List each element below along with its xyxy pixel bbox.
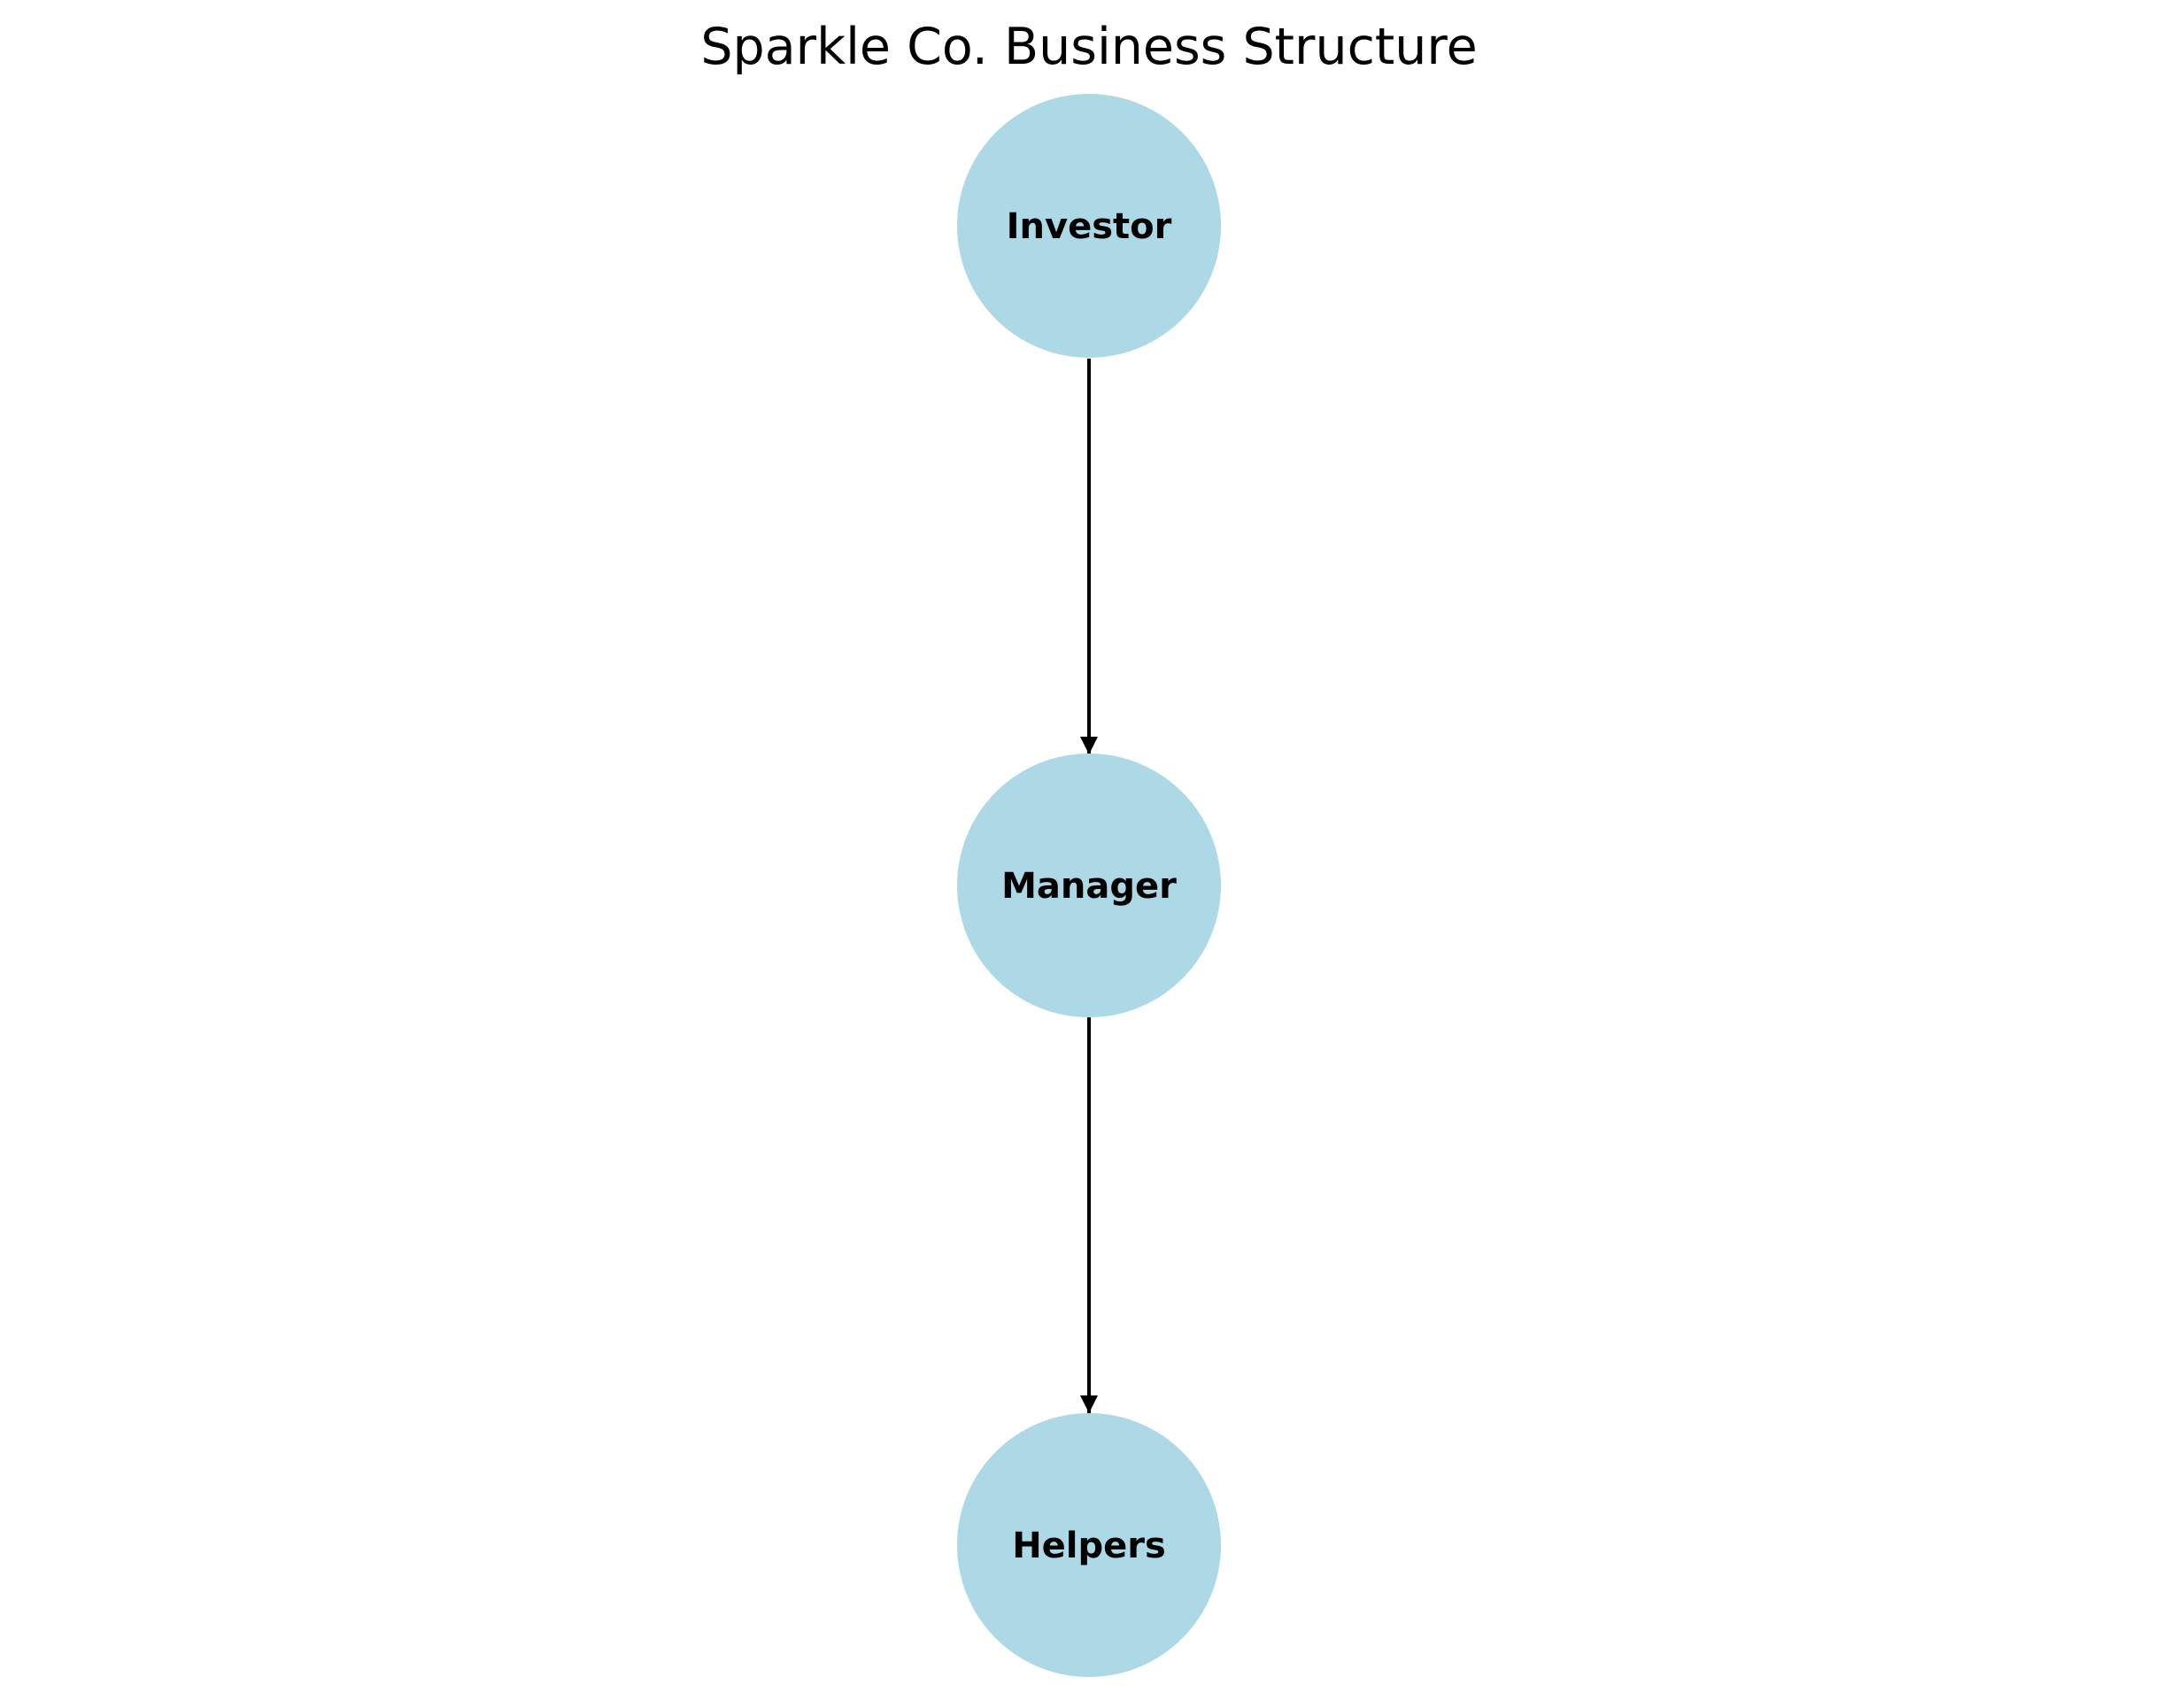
node-investor-circle [957,94,1221,358]
node-manager-label: Manager [1001,866,1177,907]
node-helpers-circle [957,1413,1221,1677]
node-helpers-label: Helpers [1012,1526,1166,1566]
node-helpers: Helpers [957,1413,1221,1677]
node-manager: Manager [957,754,1221,1017]
node-manager-circle [957,754,1221,1017]
diagram-title: Sparkle Co. Business Structure [700,18,1477,76]
node-investor: Investor [957,94,1221,358]
node-investor-label: Investor [1007,206,1172,247]
